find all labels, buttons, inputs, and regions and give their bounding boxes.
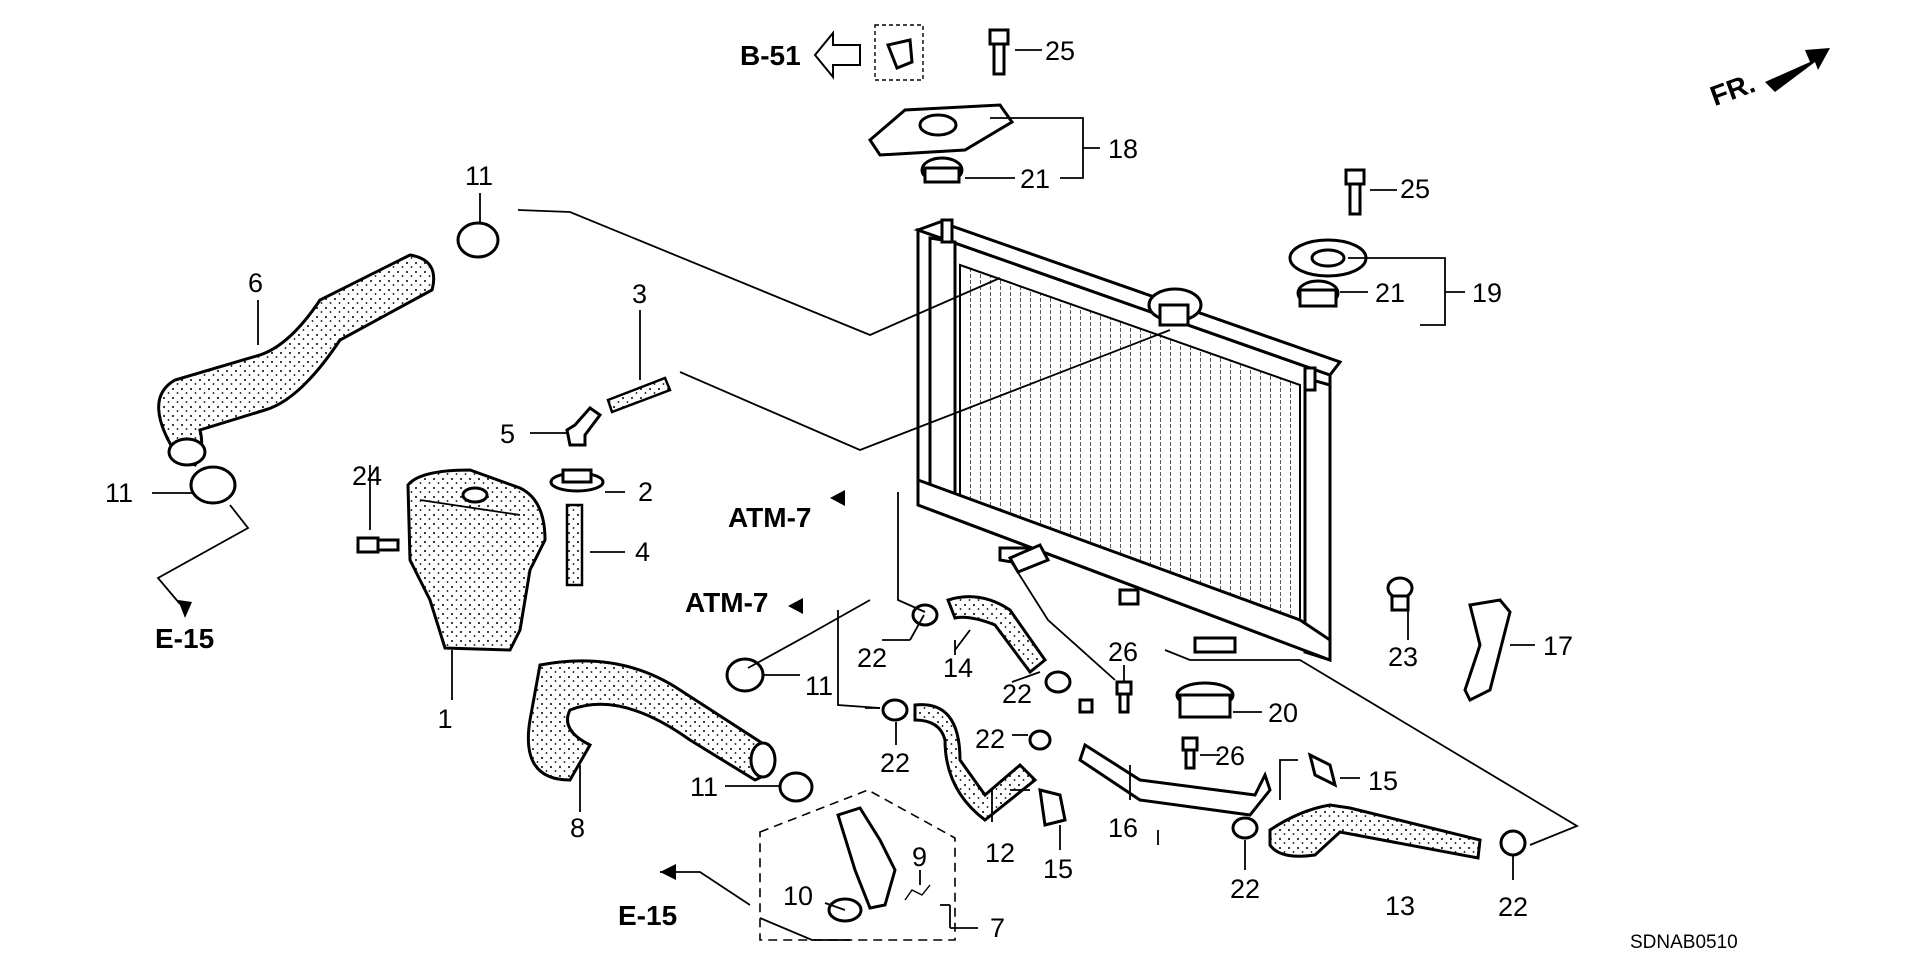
hose-3: [606, 376, 672, 414]
reference-labels: B-51 ATM-7 ATM-7 E-15 E-15 FR.: [155, 40, 1759, 931]
callout-11c: 11: [805, 671, 833, 701]
callout-22b: 22: [880, 748, 910, 778]
cap-2: [549, 468, 605, 493]
callout-11a: 11: [465, 161, 493, 191]
callout-23: 23: [1388, 642, 1418, 672]
reference-arrows: [178, 30, 1830, 880]
upper-mount-18: [868, 103, 1015, 184]
callout-25a: 25: [1045, 36, 1075, 66]
hose-12: [913, 703, 1038, 822]
upper-radiator-hose: [157, 253, 436, 467]
reserve-tank: [406, 468, 547, 700]
callout-22a: 22: [857, 643, 887, 673]
callout-6: 6: [248, 268, 263, 298]
diagram-code: SDNAB0510: [1630, 932, 1738, 953]
callout-13: 13: [1385, 891, 1415, 921]
bracket-16: [1078, 742, 1272, 817]
callout-22e: 22: [1230, 874, 1260, 904]
group-7-outline: [759, 789, 956, 941]
clamps: [189, 221, 1527, 857]
ref-e15-upper: E-15: [155, 623, 214, 654]
callout-12: 12: [985, 838, 1015, 868]
ref-b51: B-51: [740, 40, 801, 71]
ref-e15-lower: E-15: [618, 900, 677, 931]
callout-9: 9: [912, 842, 927, 872]
callout-26b: 26: [1215, 741, 1245, 771]
bracket-17: [1463, 598, 1512, 703]
callout-21a: 21: [1020, 164, 1050, 194]
callout-22d: 22: [975, 724, 1005, 754]
front-arrow: [1765, 48, 1830, 92]
lower-cushion-20: [1175, 681, 1235, 719]
callout-10: 10: [783, 881, 813, 911]
callout-4: 4: [635, 537, 650, 567]
clip-b51: [874, 24, 924, 81]
callout-1: 1: [437, 704, 452, 734]
callout-21b: 21: [1375, 278, 1405, 308]
lower-radiator-hose: [526, 659, 777, 782]
upper-mount-19: [1288, 238, 1368, 308]
callout-11b: 11: [105, 478, 133, 508]
callout-numbers: 1 2 3 4 5 6 7 8 9 10 11 11 11 11 12 13 1…: [105, 36, 1573, 943]
callout-15b: 15: [1368, 766, 1398, 796]
callout-5: 5: [500, 419, 515, 449]
callout-20: 20: [1268, 698, 1298, 728]
callout-11d: 11: [690, 772, 718, 802]
callout-22f: 22: [1498, 892, 1528, 922]
atm7-arrow-upper: [830, 490, 845, 506]
callout-19: 19: [1472, 278, 1502, 308]
ref-front: FR.: [1706, 67, 1759, 112]
callout-24: 24: [352, 461, 382, 491]
hose-14: [946, 595, 1048, 675]
callout-14: 14: [943, 653, 973, 683]
callout-3: 3: [632, 279, 647, 309]
hose-13: [1268, 803, 1482, 860]
joint-5: [565, 406, 603, 447]
callout-15a: 15: [1043, 854, 1073, 884]
callout-18: 18: [1108, 134, 1138, 164]
e15-arrow-lower: [660, 864, 676, 880]
atm7-arrow-lower: [788, 598, 803, 614]
ref-atm7-lower: ATM-7: [685, 587, 768, 618]
ref-atm7-upper: ATM-7: [728, 502, 811, 533]
radiator: [913, 218, 1343, 663]
callout-16: 16: [1108, 813, 1138, 843]
callout-22c: 22: [1002, 679, 1032, 709]
callout-7: 7: [990, 913, 1005, 943]
leader-lines: [152, 49, 1580, 941]
clip-23: [1386, 576, 1414, 612]
callout-17: 17: [1543, 631, 1573, 661]
callout-2: 2: [638, 477, 653, 507]
callout-25b: 25: [1400, 174, 1430, 204]
e15-arrow-upper: [178, 600, 192, 618]
callout-26a: 26: [1108, 637, 1138, 667]
hose-4: [565, 503, 584, 587]
callout-8: 8: [570, 813, 585, 843]
